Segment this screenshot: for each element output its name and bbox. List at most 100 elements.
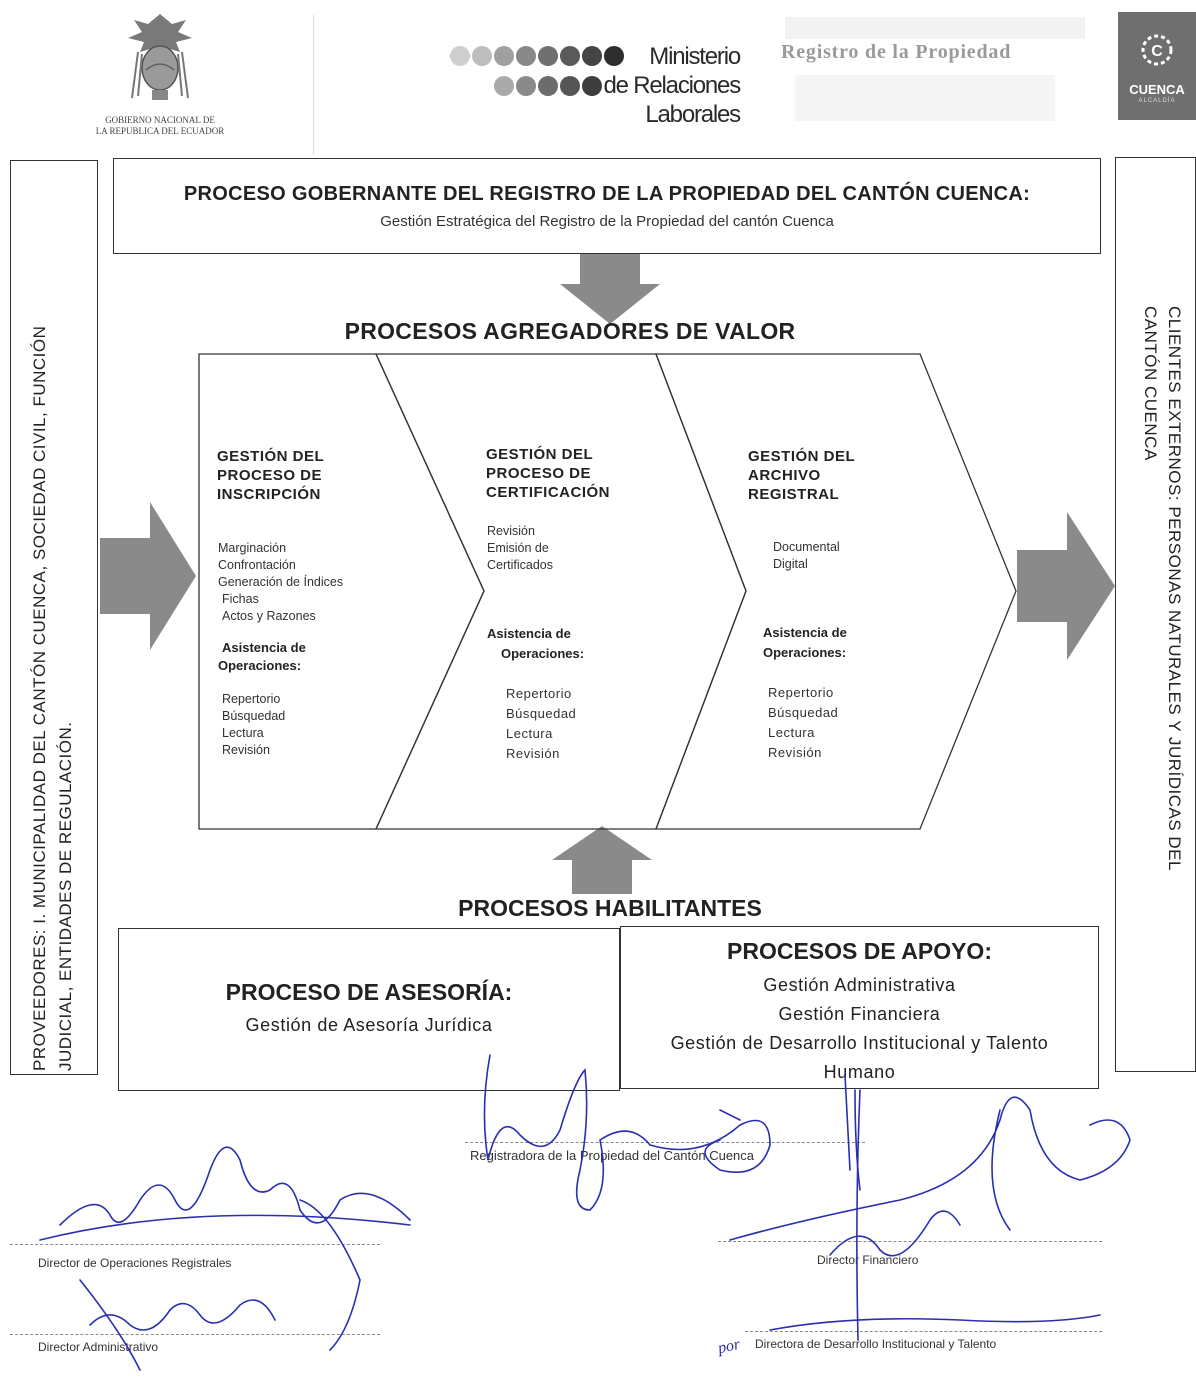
sig-dir-desarrollo: Directora de Desarrollo Institucional y … (755, 1337, 997, 1351)
col2-title-1: GESTIÓN DEL (486, 446, 594, 463)
clients-box: CLIENTES EXTERNOS: PERSONAS NATURALES Y … (1115, 157, 1196, 1072)
col1-sub: Asistencia de Operaciones: (218, 639, 306, 675)
col1-title-1: GESTIÓN DEL (217, 448, 325, 465)
signature-operaciones (39, 1146, 411, 1371)
sig-line-registradora (465, 1142, 865, 1143)
cuenca-sub: ALCALDÍA (1138, 98, 1176, 104)
col2-item-3: Certificados (487, 558, 553, 572)
suppliers-line-1: PROVEEDORES: I. MUNICIPALIDAD DEL CANTÓN… (30, 325, 49, 1071)
registro-title: Registro de la Propiedad (781, 41, 1012, 63)
col3-sub: Asistencia de Operaciones: (763, 623, 847, 663)
advisory-item: Gestión de Asesoría Jurídica (245, 1015, 493, 1035)
advisory-box: PROCESO DE ASESORÍA: Gestión de Asesoría… (118, 928, 620, 1091)
registro-faded-band (785, 17, 1085, 39)
ministry-line-1: Ministerio (649, 43, 741, 70)
down-arrow-icon (560, 254, 660, 324)
col1-sub-item-4: Revisión (222, 743, 270, 757)
chevron-archivo (655, 353, 1017, 830)
col1-item-1: Marginación (218, 541, 287, 555)
ecuador-coat-of-arms (118, 8, 202, 118)
col3-title-1: GESTIÓN DEL (748, 448, 856, 465)
col2-sub-1: Asistencia de (487, 626, 571, 641)
sig-registradora: Registradora de la Propiedad del Cantón … (470, 1148, 755, 1163)
governing-subtitle: Gestión Estratégica del Registro de la P… (380, 213, 834, 230)
governing-process-box: PROCESO GOBERNANTE DEL REGISTRO DE LA PR… (113, 158, 1101, 254)
signature-financiero (729, 1096, 1131, 1257)
sig-line-administrativo (10, 1334, 380, 1335)
signature-desarrollo (769, 1089, 1101, 1341)
col1-title-2: PROCESO DE (217, 467, 323, 484)
col2-title: GESTIÓN DEL PROCESO DE CERTIFICACIÓN (486, 445, 610, 502)
col2-sub-item-2: Búsquedad (506, 706, 577, 721)
ministry-line-2: de Relaciones (603, 72, 742, 99)
col1-sub-1: Asistencia de (222, 640, 306, 655)
signature-registradora (483, 1054, 771, 1211)
col2-sub-item-1: Repertorio (506, 686, 572, 701)
support-items: Gestión Administrativa Gestión Financier… (621, 971, 1098, 1087)
col2-sub-2: Operaciones: (501, 646, 585, 661)
cuenca-logo: C CUENCA ALCALDÍA (1118, 12, 1196, 120)
col3-sub-item-4: Revisión (768, 745, 822, 760)
clients-text: CLIENTES EXTERNOS: PERSONAS NATURALES Y … (1138, 306, 1186, 871)
ministry-line-3: Laborales (645, 101, 741, 128)
col2-item-2: Emisión de (487, 541, 549, 555)
sig-line-desarrollo (745, 1331, 1102, 1332)
col2-title-2: PROCESO DE (486, 465, 592, 482)
col2-items: Revisión Emisión de Certificados (487, 523, 553, 574)
col3-sub-1: Asistencia de (763, 625, 847, 640)
col3-title-2: ARCHIVO (748, 467, 821, 484)
gov-line-1: GOBIERNO NACIONAL DE (105, 115, 215, 125)
col3-sub-item-3: Lectura (768, 725, 815, 740)
support-item-3: Gestión de Desarrollo Institucional y Ta… (670, 1033, 1049, 1053)
col1-item-5: Actos y Razones (222, 609, 316, 623)
advisory-title: PROCESO DE ASESORÍA: (225, 979, 513, 1005)
header-divider (313, 15, 314, 155)
suppliers-line-2: JUDICIAL, ENTIDADES DE REGULACIÓN. (56, 721, 75, 1071)
coat-of-arms-icon (128, 14, 192, 100)
signature-administrativo (89, 1299, 276, 1331)
right-arrow-in-icon (100, 502, 196, 650)
registro-faded-block (795, 75, 1055, 121)
right-arrow-out-icon (1017, 512, 1115, 660)
clients-line-2: CANTÓN CUENCA (1141, 306, 1160, 461)
col1-sub-item-3: Lectura (222, 726, 264, 740)
up-arrow-icon (552, 826, 652, 894)
chevron-flow-diagram (198, 353, 1017, 830)
col3-items: Documental Digital (773, 539, 840, 573)
cuenca-label: CUENCA (1129, 82, 1185, 97)
support-title: PROCESOS DE APOYO: (727, 938, 992, 964)
col1-item-3: Generación de Índices (218, 575, 344, 589)
governing-title: PROCESO GOBERNANTE DEL REGISTRO DE LA PR… (183, 183, 1031, 205)
svg-text:C: C (1151, 43, 1163, 60)
sig-dir-administrativo: Director Administrativo (38, 1340, 159, 1354)
government-caption: GOBIERNO NACIONAL DE LA REPUBLICA DEL EC… (70, 115, 250, 137)
col2-title-3: CERTIFICACIÓN (486, 484, 610, 501)
col1-sub-2: Operaciones: (218, 658, 302, 673)
handwritten-signatures (39, 1054, 1131, 1371)
col3-sub-items: Repertorio Búsquedad Lectura Revisión (768, 683, 838, 763)
suppliers-text: PROVEEDORES: I. MUNICIPALIDAD DEL CANTÓN… (27, 326, 79, 1071)
col3-sub-item-2: Búsquedad (768, 705, 839, 720)
registro-logo: Registro de la Propiedad (775, 15, 1100, 125)
gov-line-2: LA REPUBLICA DEL ECUADOR (95, 126, 225, 136)
col3-sub-2: Operaciones: (763, 645, 847, 660)
col2-sub-item-4: Revisión (506, 746, 560, 761)
col1-item-2: Confrontación (218, 558, 296, 572)
suppliers-box: PROVEEDORES: I. MUNICIPALIDAD DEL CANTÓN… (10, 160, 98, 1075)
col1-sub-item-2: Búsquedad (222, 709, 286, 723)
col1-title: GESTIÓN DEL PROCESO DE INSCRIPCIÓN (217, 447, 324, 504)
support-item-2: Gestión Financiera (778, 1004, 941, 1024)
col1-sub-item-1: Repertorio (222, 692, 281, 706)
enabling-processes-title: PROCESOS HABILITANTES (458, 895, 762, 921)
col3-item-2: Digital (773, 557, 808, 571)
col2-sub: Asistencia de Operaciones: (487, 624, 584, 664)
col1-items: Marginación Confrontación Generación de … (218, 540, 343, 625)
col1-sub-items: Repertorio Búsquedad Lectura Revisión (222, 691, 285, 759)
support-item-4: Humano (823, 1062, 896, 1082)
col3-sub-item-1: Repertorio (768, 685, 834, 700)
col3-item-1: Documental (773, 540, 840, 554)
col2-sub-item-3: Lectura (506, 726, 553, 741)
support-item-1: Gestión Administrativa (763, 975, 956, 995)
value-processes-title: PROCESOS AGREGADORES DE VALOR (344, 318, 796, 344)
col2-sub-items: Repertorio Búsquedad Lectura Revisión (506, 684, 576, 764)
